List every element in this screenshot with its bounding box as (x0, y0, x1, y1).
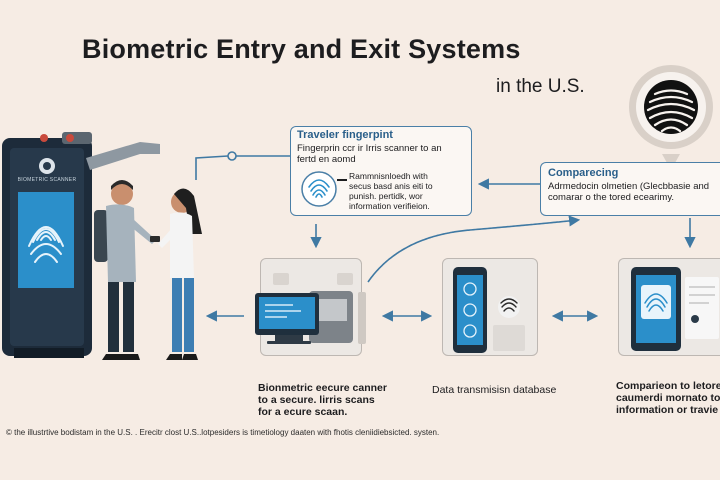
comparing-callout-line1: Adrmedocin olmetien (Glecbbasie and (548, 181, 710, 192)
comparing-callout-line2: comarar o the tored ecearimy. (548, 192, 675, 203)
scanner-caption-line3: for a ecure scaan. (258, 406, 348, 418)
database-caption-line1: Data transmisisn database (432, 384, 557, 396)
page-subtitle: in the U.S. (496, 76, 585, 97)
traveler-callout-detail2: secus basd anis eiti to (349, 181, 433, 191)
traveler-callout-line2: fertd en aomd (297, 154, 356, 165)
traveler-callout-detail1: Rammnisnloedh with (349, 171, 428, 181)
footnote: © the illustrtive bodistam in the U.S. .… (6, 428, 440, 437)
fingerprint-badge-icon (629, 65, 713, 170)
comparing-callout: Comparecing Adrmedocin olmetien (Glecbba… (540, 162, 720, 216)
callout-connector (337, 179, 347, 181)
laptop-icon (255, 273, 353, 344)
comparison-caption-line1: Comparieon to letorec (616, 380, 720, 392)
tablet-icon (631, 267, 719, 351)
travelers-illustration (94, 180, 202, 360)
smartphone-icon (453, 267, 525, 353)
traveler-callout-line1: Fingerprin ccr ir Irris scanner to an (297, 143, 442, 154)
database-panel (442, 258, 538, 356)
comparison-caption-line3: information or travie (616, 404, 719, 416)
traveler-callout-detail3: punish. pertidk, wor (349, 191, 423, 201)
fingerprint-icon (301, 171, 337, 207)
biometric-kiosk (2, 132, 160, 358)
traveler-fingerprint-callout: Traveler fingerpint Fingerprin ccr ir Ir… (290, 126, 472, 216)
scanner-caption-line2: to a secure. lirris scans (258, 394, 375, 406)
comparing-callout-title: Comparecing (548, 167, 619, 179)
page-title: Biometric Entry and Exit Systems (82, 34, 521, 64)
scanner-caption-line1: Bionmetric eecure canner (258, 382, 387, 394)
traveler-callout-detail4: information verifieion. (349, 201, 430, 211)
comparison-panel (618, 258, 720, 356)
traveler-callout-title: Traveler fingerpint (297, 129, 393, 141)
kiosk-screen-label: BIOMETRIC SCANNER (17, 177, 77, 183)
scanner-panel (255, 258, 362, 356)
comparison-caption-line2: caumerdi mornato to stired (616, 392, 720, 404)
panel-divider (358, 292, 366, 344)
